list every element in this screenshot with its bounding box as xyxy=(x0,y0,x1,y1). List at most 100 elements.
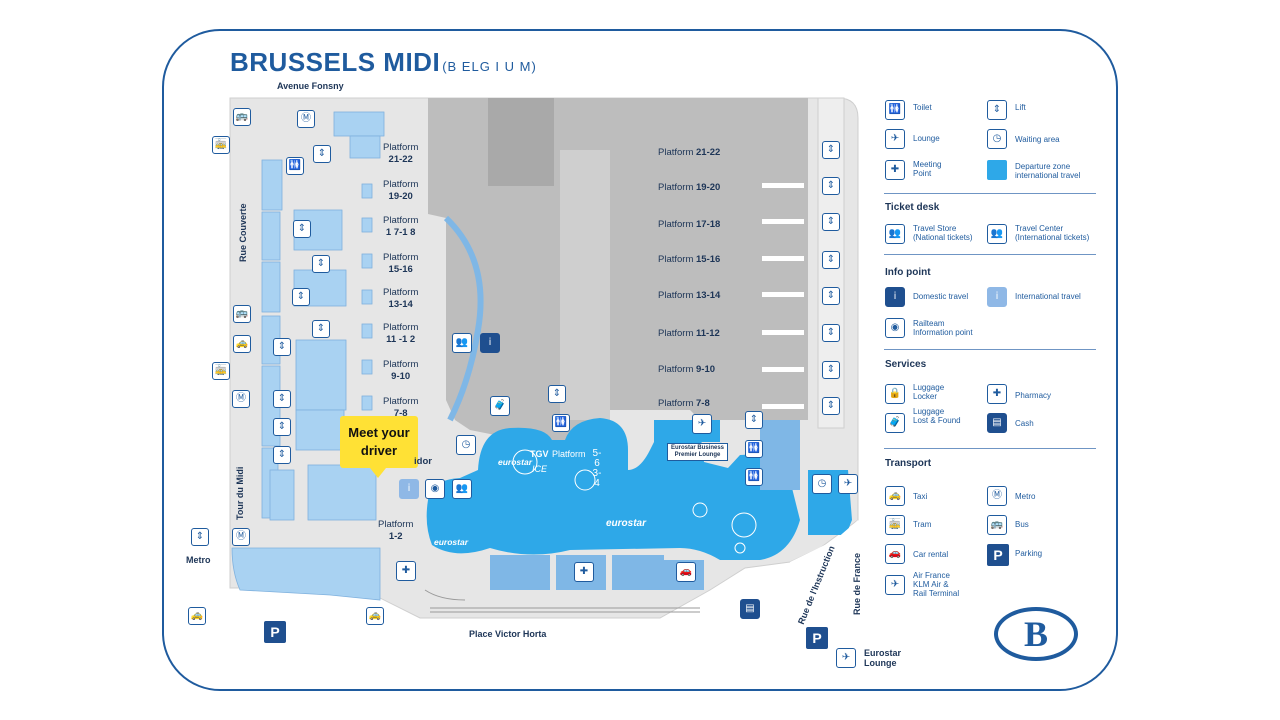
taxi-icon[interactable]: 🚕 xyxy=(366,607,384,625)
legend-services-heading: Services xyxy=(885,359,927,370)
legend-pharmacy-label: Pharmacy xyxy=(1015,391,1052,400)
lift-icon[interactable]: ⇕ xyxy=(822,324,840,342)
lift-icon[interactable]: ⇕ xyxy=(273,446,291,464)
waiting-area-icon[interactable]: ◷ xyxy=(456,435,476,455)
lift-icon[interactable]: ⇕ xyxy=(191,528,209,546)
tram-icon[interactable]: 🚋 xyxy=(212,362,230,380)
lost-found-icon[interactable]: 🧳 xyxy=(490,396,510,416)
lounge-icon[interactable]: ✈ xyxy=(836,648,856,668)
toilet-icon[interactable]: 🚻 xyxy=(286,157,304,175)
legend-parking-icon: P xyxy=(987,544,1009,566)
taxi-icon[interactable]: 🚕 xyxy=(233,335,251,353)
railteam-info-icon[interactable]: ◉ xyxy=(425,479,445,499)
tram-icon[interactable]: 🚋 xyxy=(212,136,230,154)
legend-pharmacy-icon: ✚ xyxy=(987,384,1007,404)
taxi-icon[interactable]: 🚕 xyxy=(188,607,206,625)
legend-travel-center-label: Travel Center(International tickets) xyxy=(1015,224,1090,242)
legend-meeting-point-icon: ✚ xyxy=(885,160,905,180)
parking-icon[interactable]: P xyxy=(264,621,286,643)
legend-toilet-label: Toilet xyxy=(913,103,932,112)
legend-metro-label: Metro xyxy=(1015,492,1036,501)
lift-icon[interactable]: ⇕ xyxy=(292,288,310,306)
legend-car-rental-icon: 🚗 xyxy=(885,544,905,564)
lift-icon[interactable]: ⇕ xyxy=(822,397,840,415)
lift-icon[interactable]: ⇕ xyxy=(822,177,840,195)
domestic-info-icon[interactable]: i xyxy=(480,333,500,353)
metro-icon[interactable]: Ⓜ xyxy=(297,110,315,128)
bottom-retail xyxy=(490,420,800,590)
waiting-area-icon[interactable]: ◷ xyxy=(812,474,832,494)
toilet-icon[interactable]: 🚻 xyxy=(745,440,763,458)
toilet-icon[interactable]: 🚻 xyxy=(552,414,570,432)
lift-icon[interactable]: ⇕ xyxy=(548,385,566,403)
street-place-victor-horta: Place Victor Horta xyxy=(469,629,547,639)
eurostar-label-3: eurostar xyxy=(434,537,469,547)
legend-divider xyxy=(884,448,1096,449)
air-france-icon[interactable]: ✈ xyxy=(838,474,858,494)
legend-international-info-icon: i xyxy=(987,287,1007,307)
lift-icon[interactable]: ⇕ xyxy=(293,220,311,238)
metro-icon[interactable]: Ⓜ xyxy=(232,528,250,546)
legend-cash-label: Cash xyxy=(1015,419,1034,428)
legend-transport-heading: Transport xyxy=(885,458,932,469)
eurostar-lounge-seating xyxy=(512,449,757,554)
legend-lift-label: Lift xyxy=(1015,103,1026,112)
travel-store-icon[interactable]: 👥 xyxy=(452,333,472,353)
metro-icon[interactable]: Ⓜ xyxy=(232,390,250,408)
lift-icon[interactable]: ⇕ xyxy=(745,411,763,429)
street-rue-couverte: Rue Couverte xyxy=(238,203,248,262)
legend-travel-store-icon: 👥 xyxy=(885,224,905,244)
lift-icon[interactable]: ⇕ xyxy=(313,145,331,163)
cash-icon[interactable]: ▤ xyxy=(740,599,760,619)
platform-right-11-12: Platform 11-12 xyxy=(658,328,720,339)
legend-bus-label: Bus xyxy=(1015,520,1029,529)
legend-waiting-area-icon: ◷ xyxy=(987,129,1007,149)
lift-icon[interactable]: ⇕ xyxy=(273,390,291,408)
platform-right-7-8: Platform 7-8 xyxy=(658,398,710,409)
lift-icon[interactable]: ⇕ xyxy=(312,320,330,338)
platform-right-9-10: Platform 9-10 xyxy=(658,364,716,375)
bus-icon[interactable]: 🚌 xyxy=(233,108,251,126)
international-info-icon[interactable]: i xyxy=(399,479,419,499)
car-rental-icon[interactable]: 🚗 xyxy=(676,562,696,582)
metro-underpass xyxy=(231,547,381,601)
legend-departure-zone-swatch xyxy=(987,160,1007,180)
lift-icon[interactable]: ⇕ xyxy=(273,338,291,356)
legend-lost-found-icon: 🧳 xyxy=(885,413,905,433)
legend-international-label: International travel xyxy=(1015,292,1081,301)
lift-icon[interactable]: ⇕ xyxy=(822,287,840,305)
legend-divider xyxy=(884,254,1096,255)
ice-label: ICE xyxy=(532,464,548,474)
lift-icon[interactable]: ⇕ xyxy=(312,255,330,273)
platform-right-21-22: Platform 21-22 xyxy=(658,147,721,158)
legend-divider xyxy=(884,193,1096,194)
legend-lounge-icon: ✈ xyxy=(885,129,905,149)
travel-center-icon[interactable]: 👥 xyxy=(452,479,472,499)
bus-icon[interactable]: 🚌 xyxy=(233,305,251,323)
lift-icon[interactable]: ⇕ xyxy=(273,418,291,436)
parking-icon[interactable]: P xyxy=(806,627,828,649)
lift-icon[interactable]: ⇕ xyxy=(822,361,840,379)
lift-icon[interactable]: ⇕ xyxy=(822,213,840,231)
entrance-doors xyxy=(424,589,700,613)
street-metro: Metro xyxy=(186,555,211,565)
legend-luggage-locker-icon: 🔒 xyxy=(885,384,905,404)
lounge-icon[interactable]: ✈ xyxy=(692,414,712,434)
pharmacy-icon[interactable]: ✚ xyxy=(574,562,594,582)
legend-parking-label: Parking xyxy=(1015,549,1043,558)
toilet-icon[interactable]: 🚻 xyxy=(745,468,763,486)
lift-icon[interactable]: ⇕ xyxy=(822,141,840,159)
lift-icon[interactable]: ⇕ xyxy=(822,251,840,269)
meeting-point-icon[interactable]: ✚ xyxy=(396,561,416,581)
